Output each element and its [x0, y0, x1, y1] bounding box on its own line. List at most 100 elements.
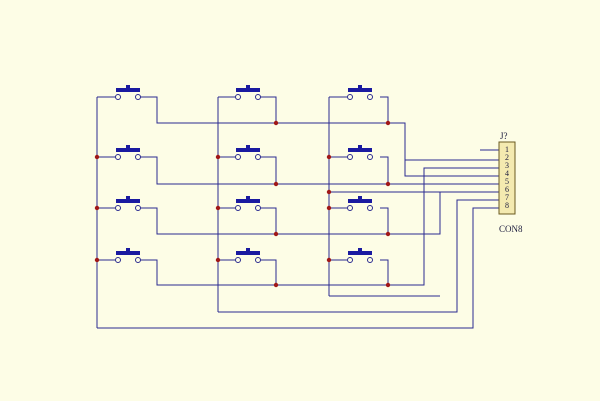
- button-terminal: [347, 154, 353, 160]
- junction-dot: [215, 257, 221, 263]
- connector-pin-label: 6: [505, 185, 509, 194]
- button-stem: [358, 145, 362, 149]
- wire-segment: [380, 207, 389, 234]
- wire-segment: [140, 167, 499, 286]
- button-stem: [126, 196, 130, 200]
- junction-dot: [385, 231, 391, 237]
- push-button: [115, 85, 141, 100]
- connector-ref-label: J?: [500, 131, 508, 141]
- button-stem: [358, 85, 362, 89]
- button-terminal: [367, 154, 373, 160]
- button-actuator: [348, 251, 372, 255]
- button-terminal: [367, 257, 373, 263]
- button-terminal: [135, 205, 141, 211]
- junction-dot: [215, 205, 221, 211]
- junction-dot: [94, 257, 100, 263]
- wire-segment: [259, 156, 277, 184]
- button-terminal: [135, 154, 141, 160]
- connector-pin-label: 5: [505, 177, 509, 186]
- button-terminal: [235, 257, 241, 263]
- wire-segment: [140, 156, 499, 185]
- junction-dot: [273, 231, 279, 237]
- button-terminal: [255, 205, 261, 211]
- connector-pin-label: 8: [505, 201, 509, 210]
- button-terminal: [255, 154, 261, 160]
- push-buttons: [115, 85, 373, 263]
- junction-dot: [273, 181, 279, 187]
- button-terminal: [235, 154, 241, 160]
- button-actuator: [116, 199, 140, 203]
- button-actuator: [116, 148, 140, 152]
- button-terminal: [115, 94, 121, 100]
- wire-segment: [259, 207, 277, 234]
- button-terminal: [115, 257, 121, 263]
- button-actuator: [236, 148, 260, 152]
- wire-segment: [380, 156, 389, 184]
- button-terminal: [135, 94, 141, 100]
- push-button: [115, 248, 141, 263]
- junction-dot: [326, 189, 332, 195]
- button-terminal: [235, 205, 241, 211]
- connector-pin-label: 3: [505, 161, 509, 170]
- wires: [96, 96, 499, 329]
- button-actuator: [116, 88, 140, 92]
- junction-dot: [385, 282, 391, 288]
- button-stem: [126, 85, 130, 89]
- button-stem: [246, 248, 250, 252]
- connector-pin-label: 2: [505, 153, 509, 162]
- connector-name-label: CON8: [499, 224, 523, 234]
- button-terminal: [235, 94, 241, 100]
- junction-dot: [94, 205, 100, 211]
- push-button: [235, 248, 261, 263]
- junction-dot: [326, 154, 332, 160]
- push-button: [235, 196, 261, 211]
- push-button: [347, 145, 373, 160]
- button-terminal: [347, 94, 353, 100]
- connector-pin-label: 4: [505, 169, 509, 178]
- connector-body: [498, 141, 516, 215]
- junction-dot: [326, 257, 332, 263]
- button-stem: [358, 248, 362, 252]
- junction-dots: [94, 120, 391, 288]
- push-button: [347, 85, 373, 100]
- button-stem: [126, 145, 130, 149]
- button-actuator: [236, 251, 260, 255]
- button-terminal: [115, 154, 121, 160]
- junction-dot: [273, 120, 279, 126]
- junction-dot: [385, 181, 391, 187]
- push-button: [115, 196, 141, 211]
- button-terminal: [115, 205, 121, 211]
- button-terminal: [255, 94, 261, 100]
- button-stem: [246, 85, 250, 89]
- junction-dot: [215, 154, 221, 160]
- junction-dot: [273, 282, 279, 288]
- button-actuator: [348, 88, 372, 92]
- wire-segment: [259, 96, 277, 123]
- connector-pin-label: 7: [505, 193, 509, 202]
- wire-segment: [140, 96, 499, 177]
- button-stem: [358, 196, 362, 200]
- button-terminal: [347, 257, 353, 263]
- connector-pin-label: 1: [505, 145, 509, 154]
- junction-dot: [326, 205, 332, 211]
- button-terminal: [347, 205, 353, 211]
- wire-segment: [380, 259, 389, 285]
- button-actuator: [236, 199, 260, 203]
- wire-segment: [259, 259, 277, 285]
- button-actuator: [348, 199, 372, 203]
- button-actuator: [348, 148, 372, 152]
- push-button: [347, 196, 373, 211]
- button-actuator: [116, 251, 140, 255]
- wire-segment: [97, 207, 499, 329]
- push-button: [235, 85, 261, 100]
- button-terminal: [367, 205, 373, 211]
- button-stem: [246, 196, 250, 200]
- button-terminal: [255, 257, 261, 263]
- push-button: [115, 145, 141, 160]
- junction-dot: [94, 154, 100, 160]
- push-button: [235, 145, 261, 160]
- wire-segment: [380, 96, 389, 123]
